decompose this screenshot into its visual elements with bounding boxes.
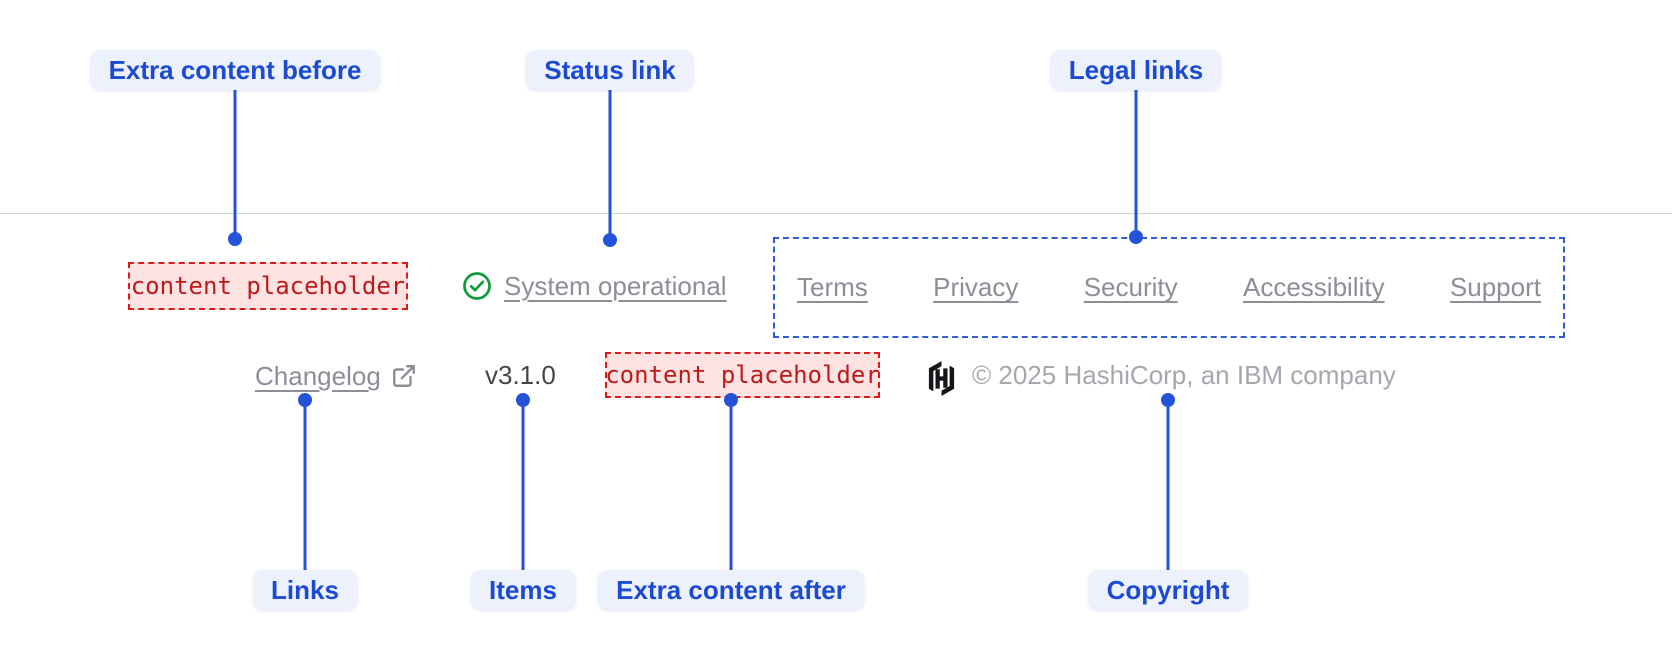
changelog-link[interactable]: Changelog (255, 358, 417, 394)
annotation-label-links: Links (253, 570, 357, 610)
annotation-label-copyright: Copyright (1088, 570, 1248, 610)
external-link-icon (391, 363, 417, 389)
placeholder-text: content placeholder (605, 361, 880, 389)
legal-link-terms[interactable]: Terms (797, 272, 868, 302)
version-text: v3.1.0 (485, 360, 556, 390)
annotation-label-extra-content-after: Extra content after (598, 570, 864, 610)
annotation-label-extra-content-before: Extra content before (90, 50, 380, 90)
annotation-dot (298, 393, 312, 407)
extra-content-after-placeholder: content placeholder (605, 352, 880, 398)
annotation-dot (1161, 393, 1175, 407)
extra-content-before-placeholder: content placeholder (128, 262, 408, 310)
annotation-label-items: Items (471, 570, 575, 610)
legal-links-group: Terms Privacy Security Accessibility Sup… (773, 237, 1565, 338)
annotation-label-legal-links: Legal links (1050, 50, 1222, 90)
hashicorp-logo-icon (926, 361, 957, 396)
annotation-line (1166, 400, 1170, 570)
placeholder-text: content placeholder (130, 272, 406, 300)
legal-link-accessibility[interactable]: Accessibility (1242, 272, 1385, 302)
status-link-label[interactable]: System operational (504, 270, 727, 301)
annotation-line (729, 400, 733, 570)
annotation-line (303, 400, 307, 570)
changelog-link-label[interactable]: Changelog (255, 360, 381, 391)
legal-link-security[interactable]: Security (1083, 272, 1178, 302)
annotation-line (1134, 90, 1138, 237)
legal-link-support[interactable]: Support (1449, 272, 1541, 302)
annotation-dot (1129, 230, 1143, 244)
legal-link-privacy[interactable]: Privacy (933, 272, 1019, 302)
annotation-line (521, 400, 525, 570)
footer-divider (0, 213, 1672, 214)
annotation-label-status-link: Status link (526, 50, 694, 90)
annotation-dot (228, 232, 242, 246)
annotation-dot (603, 233, 617, 247)
annotation-dot (724, 393, 738, 407)
copyright-text: © 2025 HashiCorp, an IBM company (972, 360, 1396, 390)
annotation-line (608, 90, 612, 240)
status-link[interactable]: System operational (462, 262, 727, 310)
check-circle-icon (462, 271, 492, 301)
annotation-dot (516, 393, 530, 407)
annotation-line (233, 90, 237, 239)
